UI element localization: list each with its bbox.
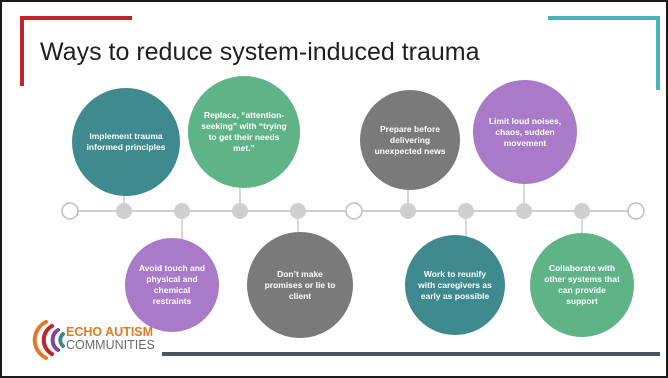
bubble-text: Work to reunify with caregivers as early… (418, 268, 492, 301)
timeline-bubble: Prepare before delivering unexpected new… (360, 90, 460, 190)
teal-corner-accent-top (548, 16, 660, 20)
timeline-bubble: Collaborate with other systems that can … (530, 233, 634, 337)
timeline-node (574, 203, 590, 219)
bubble-text: Avoid touch and physical and chemical re… (138, 263, 206, 306)
bubble-text: Prepare before delivering unexpected new… (374, 123, 446, 156)
timeline-bubble: Limit loud noises, chaos, sudden movemen… (473, 80, 577, 184)
timeline-bubble: Work to reunify with caregivers as early… (405, 235, 505, 335)
echo-autism-logo (32, 320, 65, 360)
timeline-bubble: Don’t make promises or lie to client (247, 232, 353, 338)
timeline-endpoint (345, 202, 363, 220)
red-corner-accent-top (20, 16, 132, 20)
timeline-node (400, 203, 416, 219)
timeline-bubble: Replace, “attention-seeking” with “tryin… (188, 76, 300, 188)
timeline-node (116, 203, 132, 219)
bubble-text: Implement trauma informed principles (86, 131, 166, 152)
timeline-bubble: Avoid touch and physical and chemical re… (125, 238, 219, 332)
slide-title: Ways to reduce system-induced trauma (40, 38, 480, 66)
teal-corner-accent-side (656, 16, 660, 90)
red-corner-accent-side (20, 16, 24, 86)
timeline-endpoint (627, 202, 645, 220)
bubble-text: Limit loud noises, chaos, sudden movemen… (488, 115, 562, 148)
timeline-endpoint (61, 202, 79, 220)
timeline-node (174, 203, 190, 219)
bubble-text: Don’t make promises or lie to client (264, 268, 336, 301)
footer-bar (162, 352, 660, 356)
bubble-text: Replace, “attention-seeking” with “tryin… (201, 110, 287, 153)
timeline-node (232, 203, 248, 219)
bubble-text: Collaborate with other systems that can … (544, 263, 620, 306)
logo-line-2: COMMUNITIES (66, 338, 155, 352)
timeline-bubble: Implement trauma informed principles (72, 88, 180, 196)
timeline-node (458, 203, 474, 219)
logo-wordmark: ECHO AUTISM COMMUNITIES (66, 326, 155, 352)
timeline-node (290, 203, 306, 219)
timeline-node (516, 203, 532, 219)
logo-line-1: ECHO AUTISM (66, 325, 154, 339)
